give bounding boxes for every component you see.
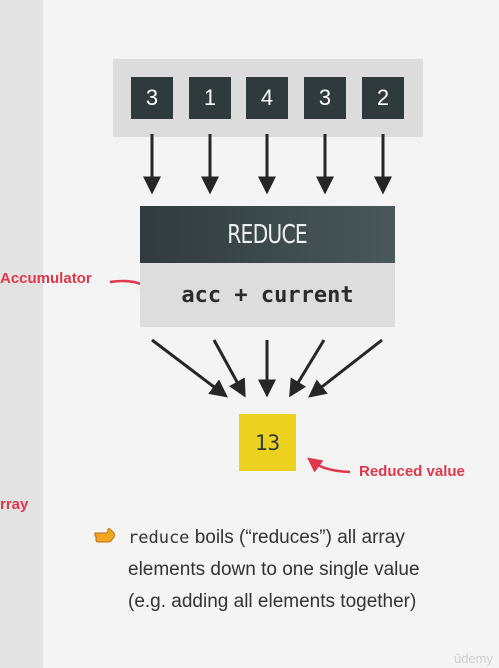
array-item: 2 [362, 77, 404, 119]
pointing-hand-icon [94, 528, 115, 543]
note-line-2: elements down to one single value [128, 559, 420, 580]
note-line-1: reduce boils (“reduces”) all array [128, 527, 405, 548]
result-box: 13 [239, 414, 296, 471]
udemy-watermark: ûdemy [453, 651, 493, 666]
array-item: 1 [189, 77, 231, 119]
converge-arrow [212, 339, 246, 398]
converge-arrow [289, 339, 326, 398]
reduce-keyword: reduce [128, 528, 190, 548]
description-note: reduce boils (“reduces”) all array eleme… [128, 522, 468, 618]
accumulator-label: Accumulator [0, 270, 92, 287]
reduced-value-arrow [306, 457, 351, 474]
left-margin-strip [0, 0, 43, 668]
left-edge-text: rray [0, 496, 29, 513]
note-line-3: (e.g. adding all elements together) [128, 591, 417, 612]
reduce-header: REDUCE [140, 206, 395, 263]
reduced-value-label: Reduced value [359, 463, 465, 480]
array-item: 4 [246, 77, 288, 119]
reduce-expression-box: acc + current [140, 263, 395, 327]
array-item: 3 [304, 77, 346, 119]
reduce-expression: acc + current [181, 282, 354, 308]
converge-arrow [308, 338, 383, 398]
array-item: 3 [131, 77, 173, 119]
converge-arrow [151, 338, 228, 398]
